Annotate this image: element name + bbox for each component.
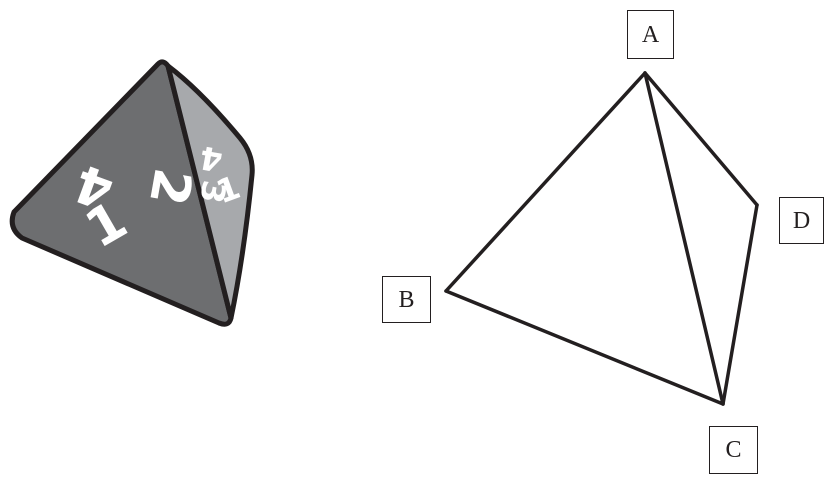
vertex-label-a: A [627, 10, 674, 59]
vertex-label-c: C [709, 426, 758, 474]
edge-cd [721, 203, 759, 406]
tetrahedral-die: 4 2 1 4 3 1 [9, 59, 255, 327]
edge-ad [643, 71, 759, 207]
vertex-label-b: B [382, 276, 431, 323]
die-side-face [165, 63, 255, 321]
vertex-label-d: D [779, 197, 824, 244]
edge-ac [643, 71, 725, 406]
die-front-face [9, 59, 234, 327]
edge-ab [444, 71, 647, 293]
tetrahedron [444, 71, 759, 406]
edge-bc [444, 289, 725, 406]
